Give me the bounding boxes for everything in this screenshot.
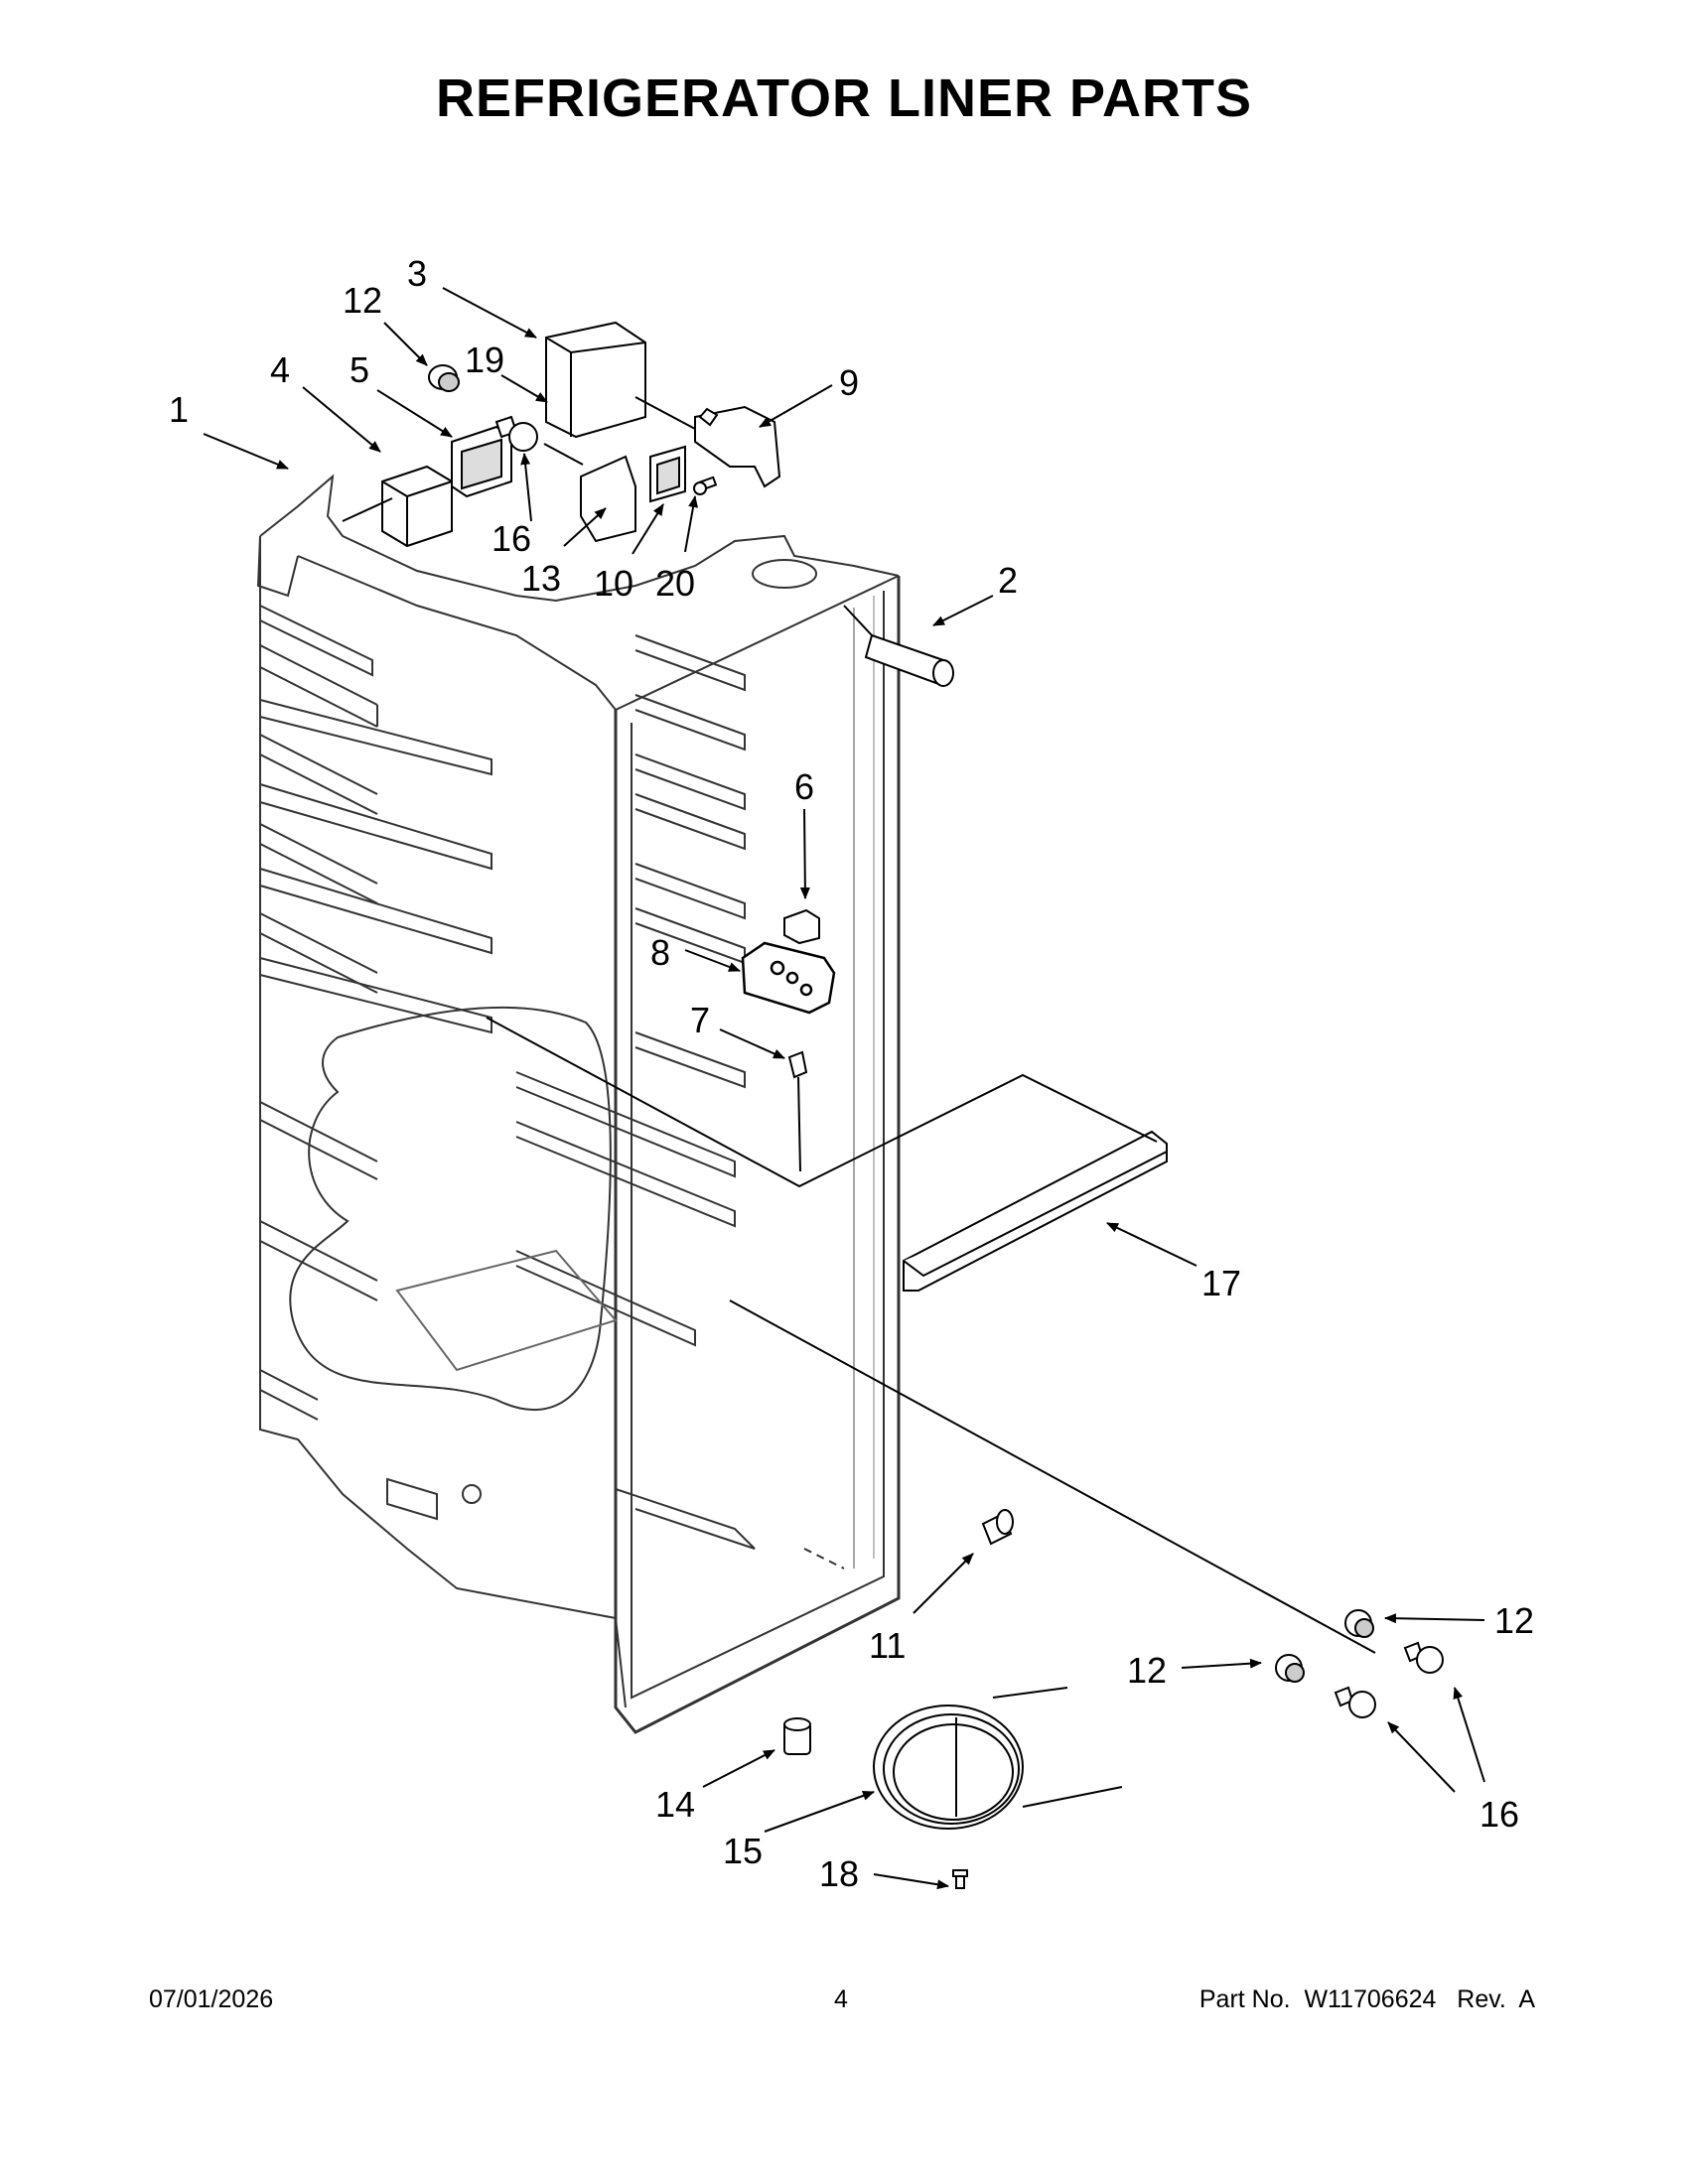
footer-page-number: 4 — [834, 1985, 848, 2013]
callout-12-left: 12 — [1127, 1650, 1167, 1691]
part-16-bulb-left — [1334, 1686, 1376, 1718]
part-14-plug — [783, 1717, 811, 1755]
part-17-shelf — [903, 1130, 1168, 1292]
footer-date: 07/01/2026 — [149, 1985, 274, 2013]
part-8-light-housing — [741, 941, 836, 1015]
part-12-knob-right — [1344, 1609, 1374, 1638]
callout-19: 19 — [465, 340, 504, 380]
part-13-cover — [580, 455, 636, 543]
part-5-damper — [451, 425, 512, 498]
callout-18: 18 — [819, 1853, 859, 1894]
callout-3: 3 — [407, 253, 427, 294]
part-18-screw — [952, 1869, 968, 1889]
leader-lines — [203, 287, 1485, 1890]
part-16-bulb-top — [494, 415, 538, 452]
callout-9: 9 — [839, 362, 859, 403]
callout-16-top: 16 — [492, 518, 531, 559]
part-16-bulb-right — [1403, 1641, 1444, 1674]
callout-15: 15 — [723, 1831, 763, 1871]
footer-part-number: Part No. W11706624 Rev. A — [1198, 1985, 1535, 2013]
callout-8: 8 — [650, 932, 670, 973]
callout-14: 14 — [655, 1784, 695, 1825]
part-10-control — [649, 445, 686, 503]
callout-12-right: 12 — [1494, 1600, 1534, 1641]
callout-13: 13 — [521, 558, 561, 599]
callout-10: 10 — [594, 563, 633, 604]
callout-17: 17 — [1201, 1263, 1241, 1303]
callout-11: 11 — [869, 1625, 906, 1666]
callout-2: 2 — [998, 560, 1018, 601]
page-title: REFRIGERATOR LINER PARTS — [435, 68, 1253, 128]
callout-numbers: 1 4 5 12 3 19 16 13 10 20 9 2 6 8 7 17 1… — [169, 253, 1534, 1894]
part-6-clip — [783, 908, 820, 945]
connection-lines — [342, 396, 1376, 1654]
callout-4: 4 — [270, 349, 290, 390]
part-11-fitting — [981, 1509, 1014, 1546]
callout-7: 7 — [690, 1000, 710, 1040]
part-2-filter — [864, 633, 954, 687]
refrigerator-liner — [256, 474, 901, 1734]
callout-16-right: 16 — [1479, 1794, 1519, 1835]
part-15-tubing — [873, 1687, 1123, 1830]
callout-6: 6 — [794, 766, 814, 807]
callout-5: 5 — [350, 349, 369, 390]
callout-20: 20 — [655, 563, 695, 604]
part-12-knob-left — [1275, 1654, 1305, 1683]
part-9-bracket — [694, 405, 781, 488]
callout-12-top: 12 — [343, 280, 382, 321]
part-20-screw — [693, 476, 718, 495]
callout-1: 1 — [169, 389, 189, 430]
part-3-cover — [545, 321, 646, 439]
part-4-housing — [381, 465, 453, 548]
part-12-knob-top — [428, 364, 460, 392]
part-7-lamp — [787, 1050, 808, 1172]
